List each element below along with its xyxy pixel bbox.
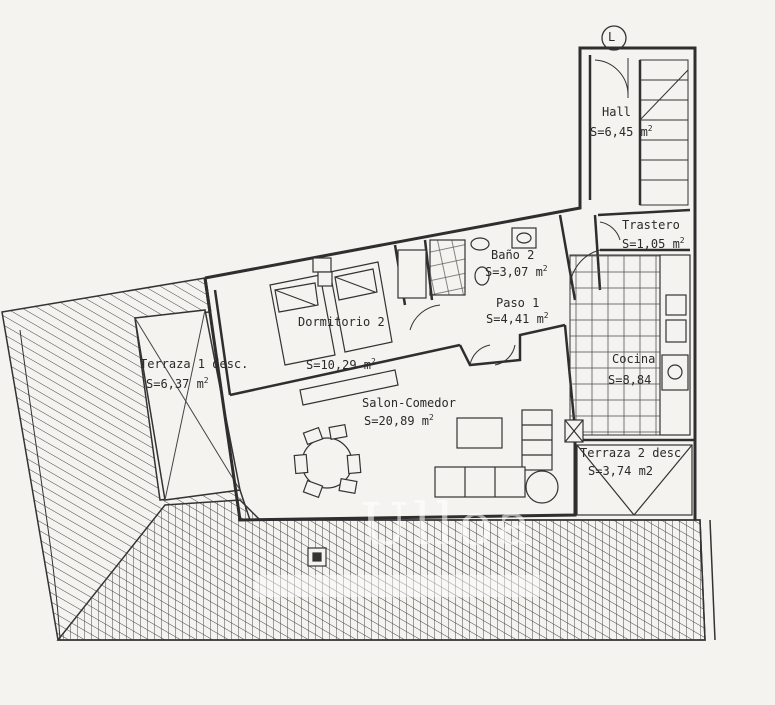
terraza-2-outline — [576, 444, 693, 516]
room-terraza-2-name: Terraza 2 desc — [580, 446, 682, 460]
kitchen-door — [569, 249, 601, 291]
room-terraza-2-area: S=3,74 m2 — [588, 464, 654, 478]
room-trastero-area: S=1,05 m2 — [622, 236, 685, 251]
bathroom — [397, 227, 537, 299]
terraza-1-outline — [134, 309, 241, 501]
room-hall-name: Hall — [602, 105, 631, 119]
kitchen-counter — [659, 254, 691, 436]
room-terraza-1-name: Terraza 1 desc. — [140, 357, 249, 371]
living-furniture — [293, 409, 584, 504]
room-terraza-1-area: S=6,37 m2 — [146, 376, 209, 391]
room-bano-2-area: S=3,07 m2 — [485, 264, 548, 279]
room-dormitorio-2-name: Dormitorio 2 — [298, 315, 385, 329]
orientation-marker — [601, 25, 627, 51]
terrace-fixture — [307, 547, 327, 567]
room-cocina-name: Cocina — [612, 352, 656, 366]
room-cocina-area: S=8,84 — [608, 373, 652, 387]
room-dormitorio-2-area: S=10,29 m2 — [306, 357, 376, 372]
room-paso-1-name: Paso 1 — [496, 296, 540, 310]
room-paso-1-area: S=4,41 m2 — [486, 311, 549, 326]
exterior-walls — [203, 46, 697, 522]
room-salon-comedor-area: S=20,89 m2 — [364, 413, 434, 428]
trastero-door — [599, 221, 621, 241]
room-salon-comedor-name: Salon-Comedor — [362, 396, 456, 410]
orientation-marker-letter: L — [608, 30, 616, 44]
entry-door — [594, 58, 629, 98]
room-bano-2-name: Baño 2 — [491, 248, 535, 262]
bedroom-beds — [269, 257, 399, 406]
watermark-logo: Ulloa — [360, 490, 536, 558]
staircase — [639, 59, 689, 206]
kitchen-floor-tiles — [569, 254, 661, 436]
room-trastero-name: Trastero — [622, 218, 680, 232]
room-hall-area: S=6,45 m2 — [590, 124, 653, 139]
watermark-band — [255, 575, 540, 597]
paso-doors — [409, 304, 516, 366]
